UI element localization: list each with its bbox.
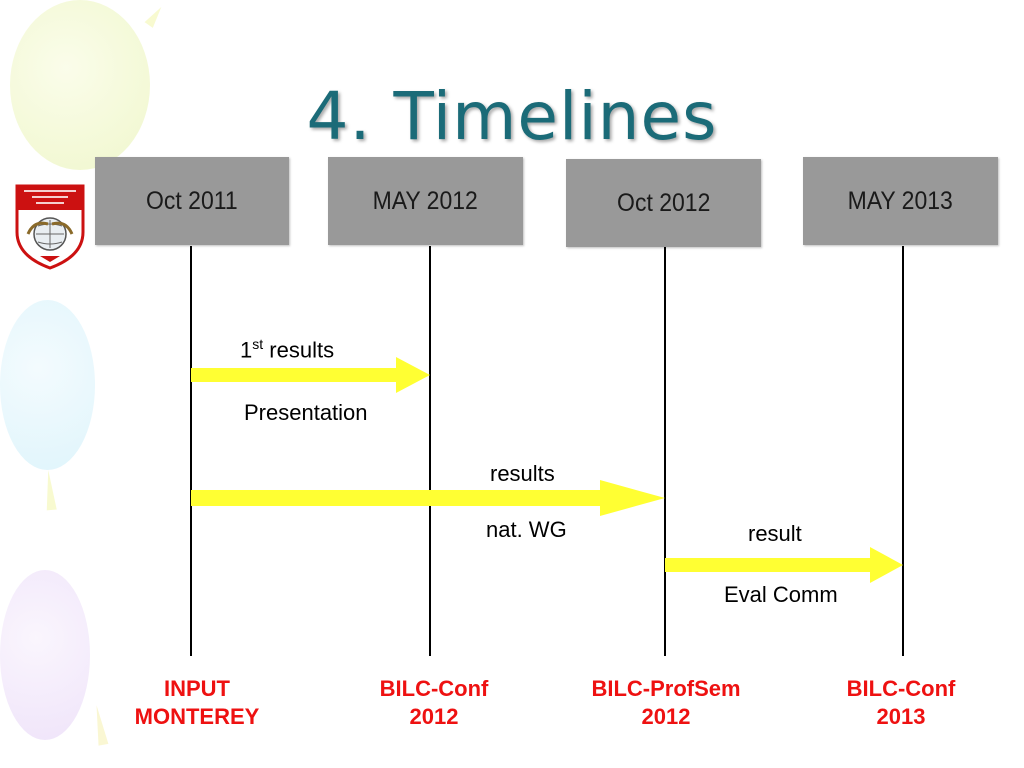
arrow-1-label-number: 1	[240, 337, 253, 363]
event-line-2: 2012	[409, 704, 459, 729]
arrow-2	[191, 480, 665, 516]
date-label: MAY 2013	[847, 186, 954, 215]
balloon-decoration	[10, 0, 150, 170]
date-label: MAY 2012	[372, 186, 479, 215]
date-label: Oct 2011	[146, 186, 238, 215]
balloon-decoration	[0, 300, 95, 470]
arrow-1-label-top: 1st results	[240, 336, 334, 363]
event-1: INPUT MONTEREY	[97, 675, 297, 731]
arrow-2-label-bottom: nat. WG	[486, 517, 567, 542]
event-line-2: 2012	[641, 704, 691, 729]
date-box-3: Oct 2012	[566, 159, 761, 247]
event-line-2: MONTEREY	[134, 704, 260, 729]
event-line-1: BILC-Conf	[846, 676, 956, 701]
arrow-1-label-bottom: Presentation	[244, 400, 368, 425]
date-box-1: Oct 2011	[95, 157, 289, 245]
event-line-2: 2013	[876, 704, 926, 729]
arrow-1-label-text: results	[269, 337, 335, 363]
emblem-logo-icon	[15, 184, 85, 270]
event-line-1: BILC-ProfSem	[591, 676, 741, 701]
date-box-4: MAY 2013	[803, 157, 998, 245]
event-3: BILC-ProfSem 2012	[566, 675, 766, 731]
arrow-3-label-bottom: Eval Comm	[724, 582, 838, 607]
slide-title: 4. Timelines	[306, 78, 718, 155]
event-4: BILC-Conf 2013	[801, 675, 1001, 731]
balloon-decoration	[0, 570, 90, 740]
date-label: Oct 2012	[616, 188, 711, 217]
arrow-3	[665, 547, 903, 583]
arrow-1	[191, 357, 430, 393]
date-box-2: MAY 2012	[328, 157, 523, 245]
event-line-1: INPUT	[164, 676, 230, 701]
arrow-1-label-superscript: st	[252, 336, 264, 352]
arrow-2-label-top: results	[490, 461, 555, 486]
event-line-1: BILC-Conf	[379, 676, 489, 701]
arrow-3-label-top: result	[748, 521, 802, 546]
event-2: BILC-Conf 2012	[334, 675, 534, 731]
